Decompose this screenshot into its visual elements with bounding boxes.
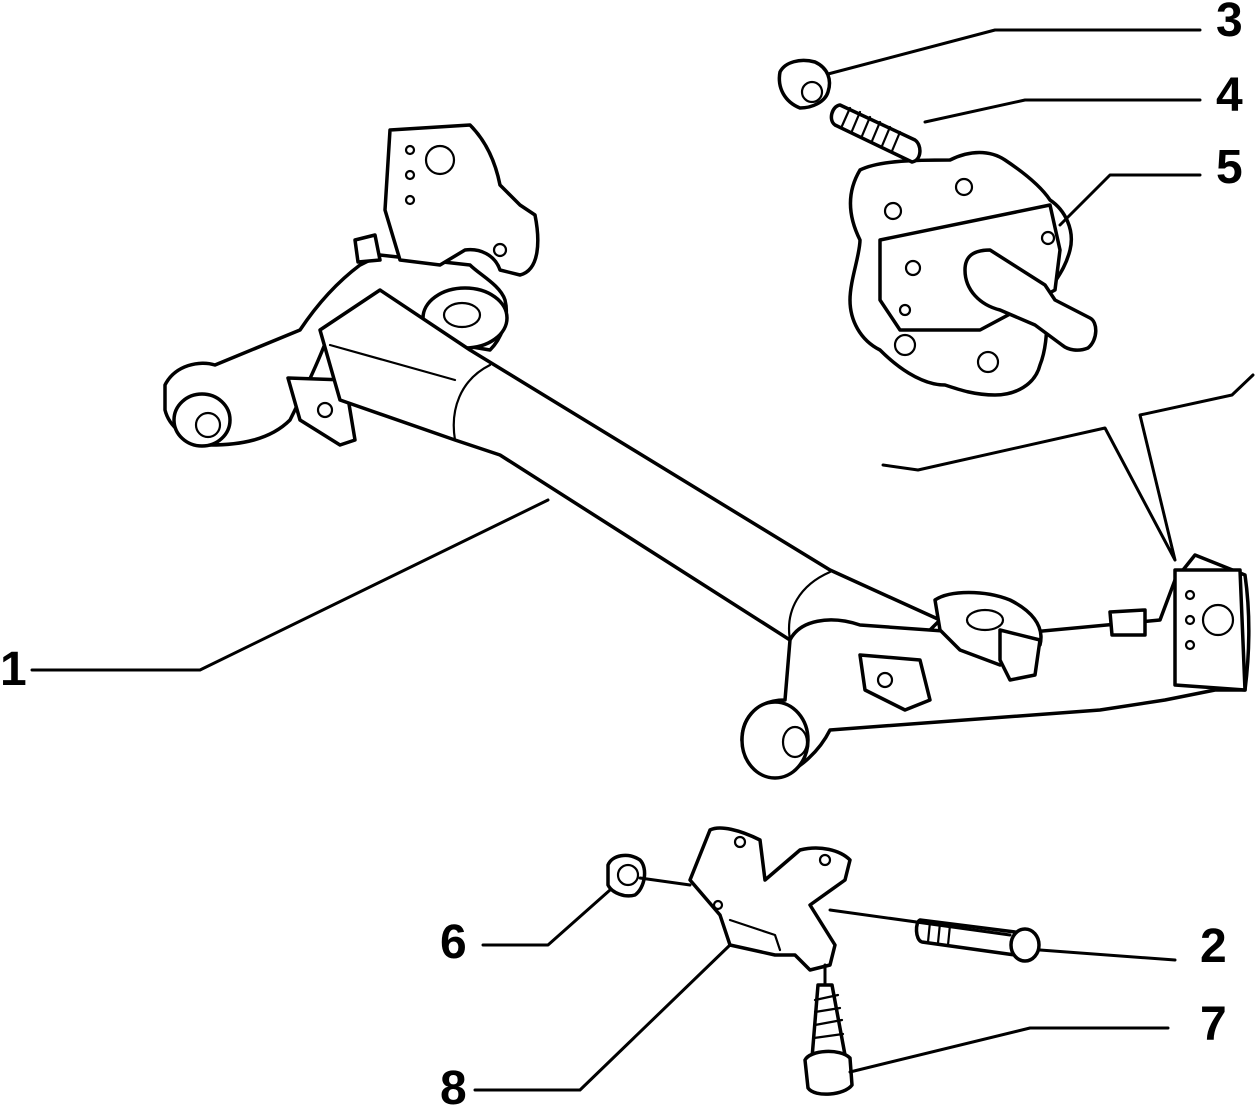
callout-1: 1 [0, 643, 27, 696]
leader-line-2-ext [828, 908, 1012, 937]
callout-8: 8 [440, 1062, 467, 1107]
callout-2: 2 [1200, 920, 1227, 973]
leader-line-6-ext [638, 876, 692, 887]
leader-line-4 [923, 98, 1202, 124]
leader-line-3 [826, 28, 1202, 76]
mounting-bracket [688, 826, 852, 972]
hub-stud [829, 103, 922, 164]
leader-line-assembly [881, 373, 1255, 562]
leader-line-8 [473, 943, 732, 1092]
leader-line-2 [1038, 948, 1177, 962]
leader-line-5 [1058, 173, 1202, 227]
callout-4: 4 [1216, 69, 1243, 122]
bracket-bolt [914, 918, 1041, 963]
bracket-lower-bolt [803, 983, 854, 1096]
leader-lines [30, 28, 1255, 1092]
rear-axle-beam [163, 123, 1251, 780]
bracket-nut [606, 853, 647, 898]
leader-line-6 [481, 888, 612, 947]
leader-line-1 [30, 498, 550, 672]
callout-6: 6 [440, 916, 467, 969]
callout-3: 3 [1216, 0, 1243, 47]
wheel-hub-stub-axle [848, 150, 1098, 397]
callout-5: 5 [1216, 141, 1243, 194]
hub-nut [777, 58, 832, 110]
callout-7: 7 [1200, 998, 1227, 1051]
leader-line-7 [848, 1026, 1170, 1074]
